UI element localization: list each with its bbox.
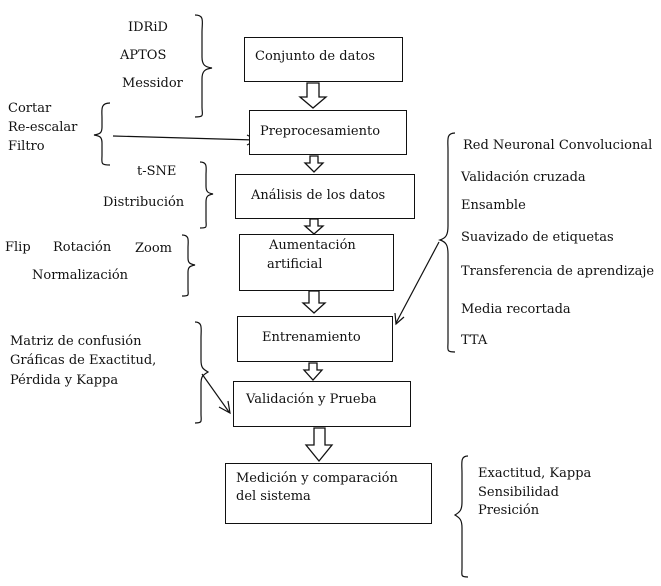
- arrow-augmentation-to-training: [301, 290, 327, 314]
- step-training-label: Entrenamiento: [262, 330, 361, 345]
- analysis-op: t-SNE: [137, 164, 177, 179]
- step-augmentation-label-2: artificial: [267, 257, 323, 272]
- arrow-training-to-validation: [302, 362, 324, 381]
- dataset-item: Messidor: [122, 76, 183, 91]
- augmentation-op: Flip: [5, 240, 31, 255]
- brace-metrics: [453, 455, 469, 578]
- training-technique: Transferencia de aprendizaje: [461, 264, 655, 279]
- step-preprocessing-box: Preprocesamiento: [249, 110, 407, 155]
- step-dataset-label: Conjunto de datos: [255, 49, 376, 64]
- step-training-box: Entrenamiento: [237, 316, 393, 362]
- brace-augmentation: [181, 234, 196, 297]
- step-analysis-box: Análisis de los datos: [235, 174, 415, 219]
- metric-item: Presición: [478, 503, 540, 518]
- arrow-preprocessing-to-analysis: [303, 155, 325, 173]
- training-technique: Media recortada: [461, 302, 571, 317]
- step-preprocessing-label: Preprocesamiento: [260, 124, 381, 139]
- step-measurement-box: Medición y comparación del sistema: [225, 463, 432, 524]
- brace-analysis: [199, 161, 214, 229]
- step-measurement-label-2: del sistema: [236, 489, 311, 504]
- arrow-preprocessing-ops: [112, 135, 257, 141]
- arrow-techniques-to-training: [395, 241, 440, 324]
- brace-datasets: [194, 14, 213, 118]
- step-augmentation-box: Aumentación artificial: [239, 234, 394, 291]
- validation-output: Matriz de confusión: [10, 334, 142, 349]
- arrow-outputs-to-validation: [201, 373, 230, 413]
- augmentation-op: Normalización: [32, 268, 129, 283]
- dataset-item: IDRiD: [128, 20, 168, 35]
- metric-item: Exactitud, Kappa: [478, 466, 592, 481]
- training-technique: TTA: [461, 333, 488, 348]
- arrow-dataset-to-preprocessing: [298, 82, 328, 109]
- preprocessing-op: Re-escalar: [8, 120, 78, 135]
- step-analysis-label: Análisis de los datos: [251, 188, 386, 203]
- step-measurement-label-1: Medición y comparación: [236, 471, 398, 486]
- training-technique: Red Neuronal Convolucional: [463, 138, 653, 153]
- preprocessing-op: Filtro: [8, 139, 45, 154]
- brace-preprocessing: [93, 102, 111, 166]
- metric-item: Sensibilidad: [478, 485, 559, 500]
- augmentation-op: Zoom: [135, 241, 173, 256]
- validation-output: Gráficas de Exactitud,: [10, 353, 157, 368]
- step-validation-label: Validación y Prueba: [246, 392, 377, 407]
- dataset-item: APTOS: [120, 48, 167, 63]
- analysis-op: Distribución: [103, 195, 185, 210]
- arrow-validation-to-measurement: [304, 427, 334, 463]
- training-technique: Suavizado de etiquetas: [461, 230, 614, 245]
- arrow-analysis-to-augmentation: [303, 218, 325, 235]
- augmentation-op: Rotación: [53, 240, 112, 255]
- step-augmentation-label-1: Aumentación: [269, 238, 356, 253]
- brace-techniques: [438, 132, 456, 353]
- training-technique: Ensamble: [461, 198, 526, 213]
- arrowhead-training: [394, 312, 405, 326]
- arrowhead-validation: [218, 400, 231, 415]
- step-validation-box: Validación y Prueba: [233, 381, 411, 427]
- step-dataset-box: Conjunto de datos: [244, 37, 403, 82]
- preprocessing-op: Cortar: [8, 101, 52, 116]
- brace-validation: [194, 321, 210, 424]
- validation-output: Pérdida y Kappa: [10, 373, 119, 388]
- training-technique: Validación cruzada: [461, 170, 586, 185]
